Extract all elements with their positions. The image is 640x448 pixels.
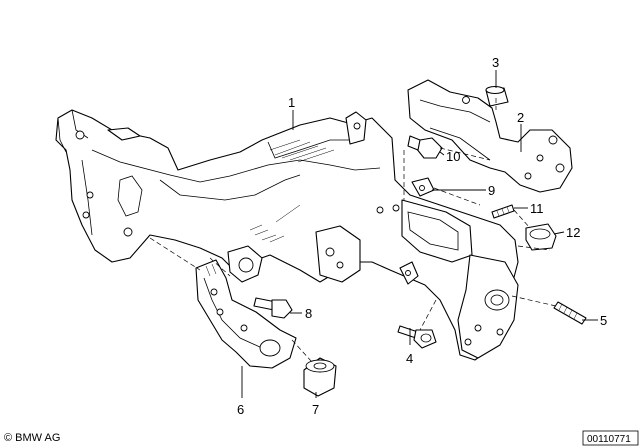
clip-part-9: [411, 177, 435, 197]
small-bushing-part: [485, 85, 509, 107]
callout-9: 9: [488, 183, 495, 198]
assembly-line: [513, 209, 531, 229]
axle-carrier-part: [55, 109, 519, 361]
callout-5: 5: [600, 313, 607, 328]
document-number-box: [582, 430, 639, 446]
callout-12: 12: [566, 225, 580, 240]
document-number: 00110771: [587, 434, 631, 445]
assembly-line: [291, 339, 313, 363]
bracket-part: [407, 79, 573, 193]
leader-line-10: [439, 151, 445, 156]
assembly-line: [419, 299, 437, 331]
bolt-part-8: [253, 297, 293, 319]
callout-3: 3: [492, 55, 499, 70]
assembly-line: [517, 245, 551, 251]
callout-6: 6: [237, 402, 244, 417]
assembly-line: [433, 187, 481, 206]
callout-11: 11: [530, 201, 544, 216]
brand-label: © BMW AG: [4, 432, 60, 444]
callout-8: 8: [305, 306, 312, 321]
assembly-line: [439, 147, 491, 161]
callout-4: 4: [406, 351, 413, 366]
rubber-bushing-part: [525, 223, 557, 251]
callout-1: 1: [288, 95, 295, 110]
bolt-part-4: [397, 325, 437, 349]
bolt-part-10: [407, 135, 443, 159]
callout-7: 7: [312, 402, 319, 417]
mount-bracket-part: [195, 259, 297, 369]
stud-part-5: [553, 301, 587, 325]
assembly-line: [149, 237, 201, 271]
callout-10: 10: [446, 149, 460, 164]
assembly-line: [209, 257, 231, 277]
callout-2: 2: [517, 110, 524, 125]
pin-part-11: [491, 204, 515, 219]
leader-line-12: [553, 231, 565, 235]
bushing-part-7: [303, 357, 337, 397]
assembly-line: [511, 295, 557, 307]
